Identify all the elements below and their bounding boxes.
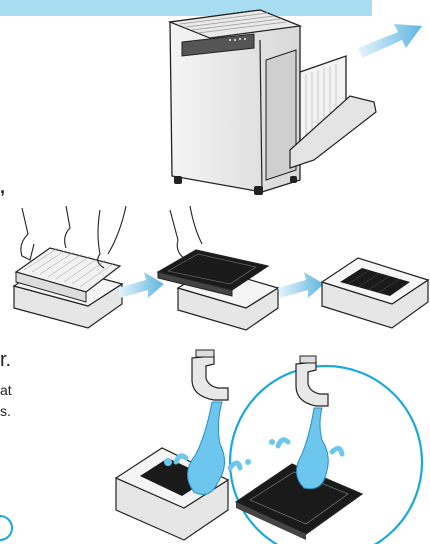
clipped-text-at: at — [0, 383, 12, 397]
step2-illustration — [150, 204, 280, 334]
partial-circle-icon — [0, 514, 14, 544]
clipped-text-comma: , — [0, 178, 5, 196]
step3-illustration — [318, 240, 430, 336]
step1-illustration — [8, 204, 134, 334]
clipped-text-r: r. — [0, 350, 11, 370]
washing-illustration — [110, 344, 430, 544]
clipped-text-s: s. — [0, 404, 11, 418]
air-purifier-illustration — [150, 0, 430, 200]
